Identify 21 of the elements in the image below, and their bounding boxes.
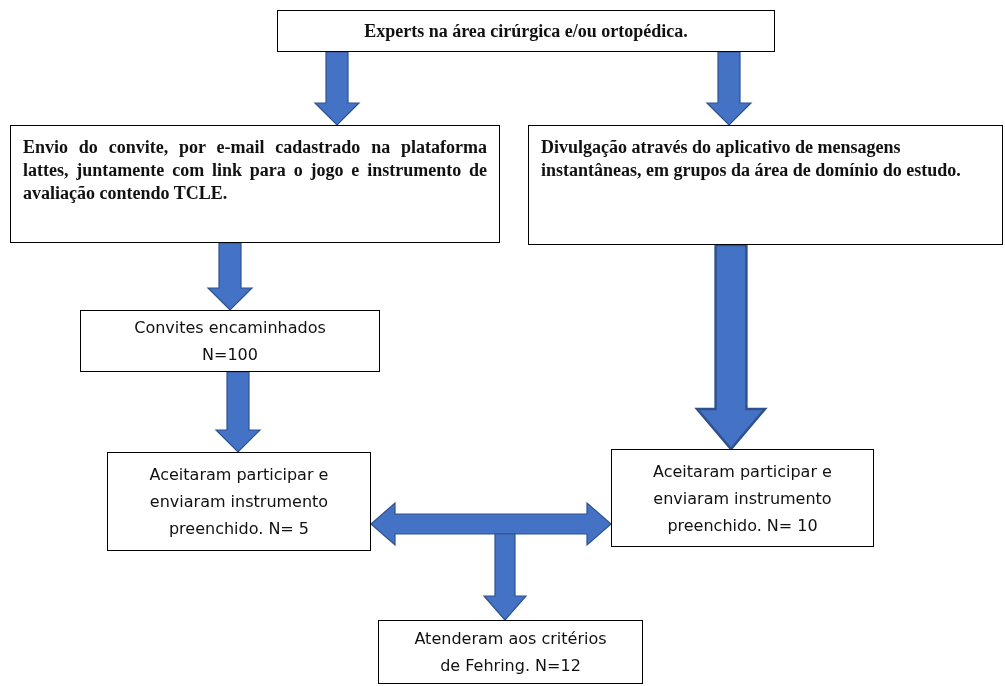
box-text: Divulgação através do aplicativo de mensagens instantâneas, em grupos da área de domínio do estudo.	[541, 136, 962, 182]
box-text: Aceitaram participar e enviaram instrumento preenchido. N= 10	[652, 460, 833, 537]
block-arrow	[705, 51, 753, 126]
box-text: Convites encaminhados N=100	[133, 317, 327, 366]
box-text: Aceitaram participar e enviaram instrumento preenchido. N= 5	[148, 464, 330, 540]
block-arrow	[214, 371, 262, 453]
process-box	[611, 449, 874, 547]
process-box	[107, 452, 371, 551]
process-box	[528, 125, 1003, 245]
process-box	[10, 125, 500, 243]
block-arrow	[206, 242, 254, 311]
box-text: Atenderam aos critérios de Fehring. N=12	[413, 628, 608, 677]
process-box	[80, 310, 380, 372]
process-box	[378, 620, 643, 684]
block-arrow	[370, 501, 612, 547]
box-text: Experts na área cirúrgica e/ou ortopédica.	[364, 19, 688, 43]
block-arrow	[694, 243, 768, 451]
block-arrow	[313, 51, 361, 126]
block-arrow	[482, 533, 528, 621]
process-box	[277, 10, 775, 52]
box-text: Envio do convite, por e-mail cadastrado na plataforma lattes, juntamente com link para o jogo e instrumento de avaliação contendo TCLE.	[23, 136, 487, 205]
